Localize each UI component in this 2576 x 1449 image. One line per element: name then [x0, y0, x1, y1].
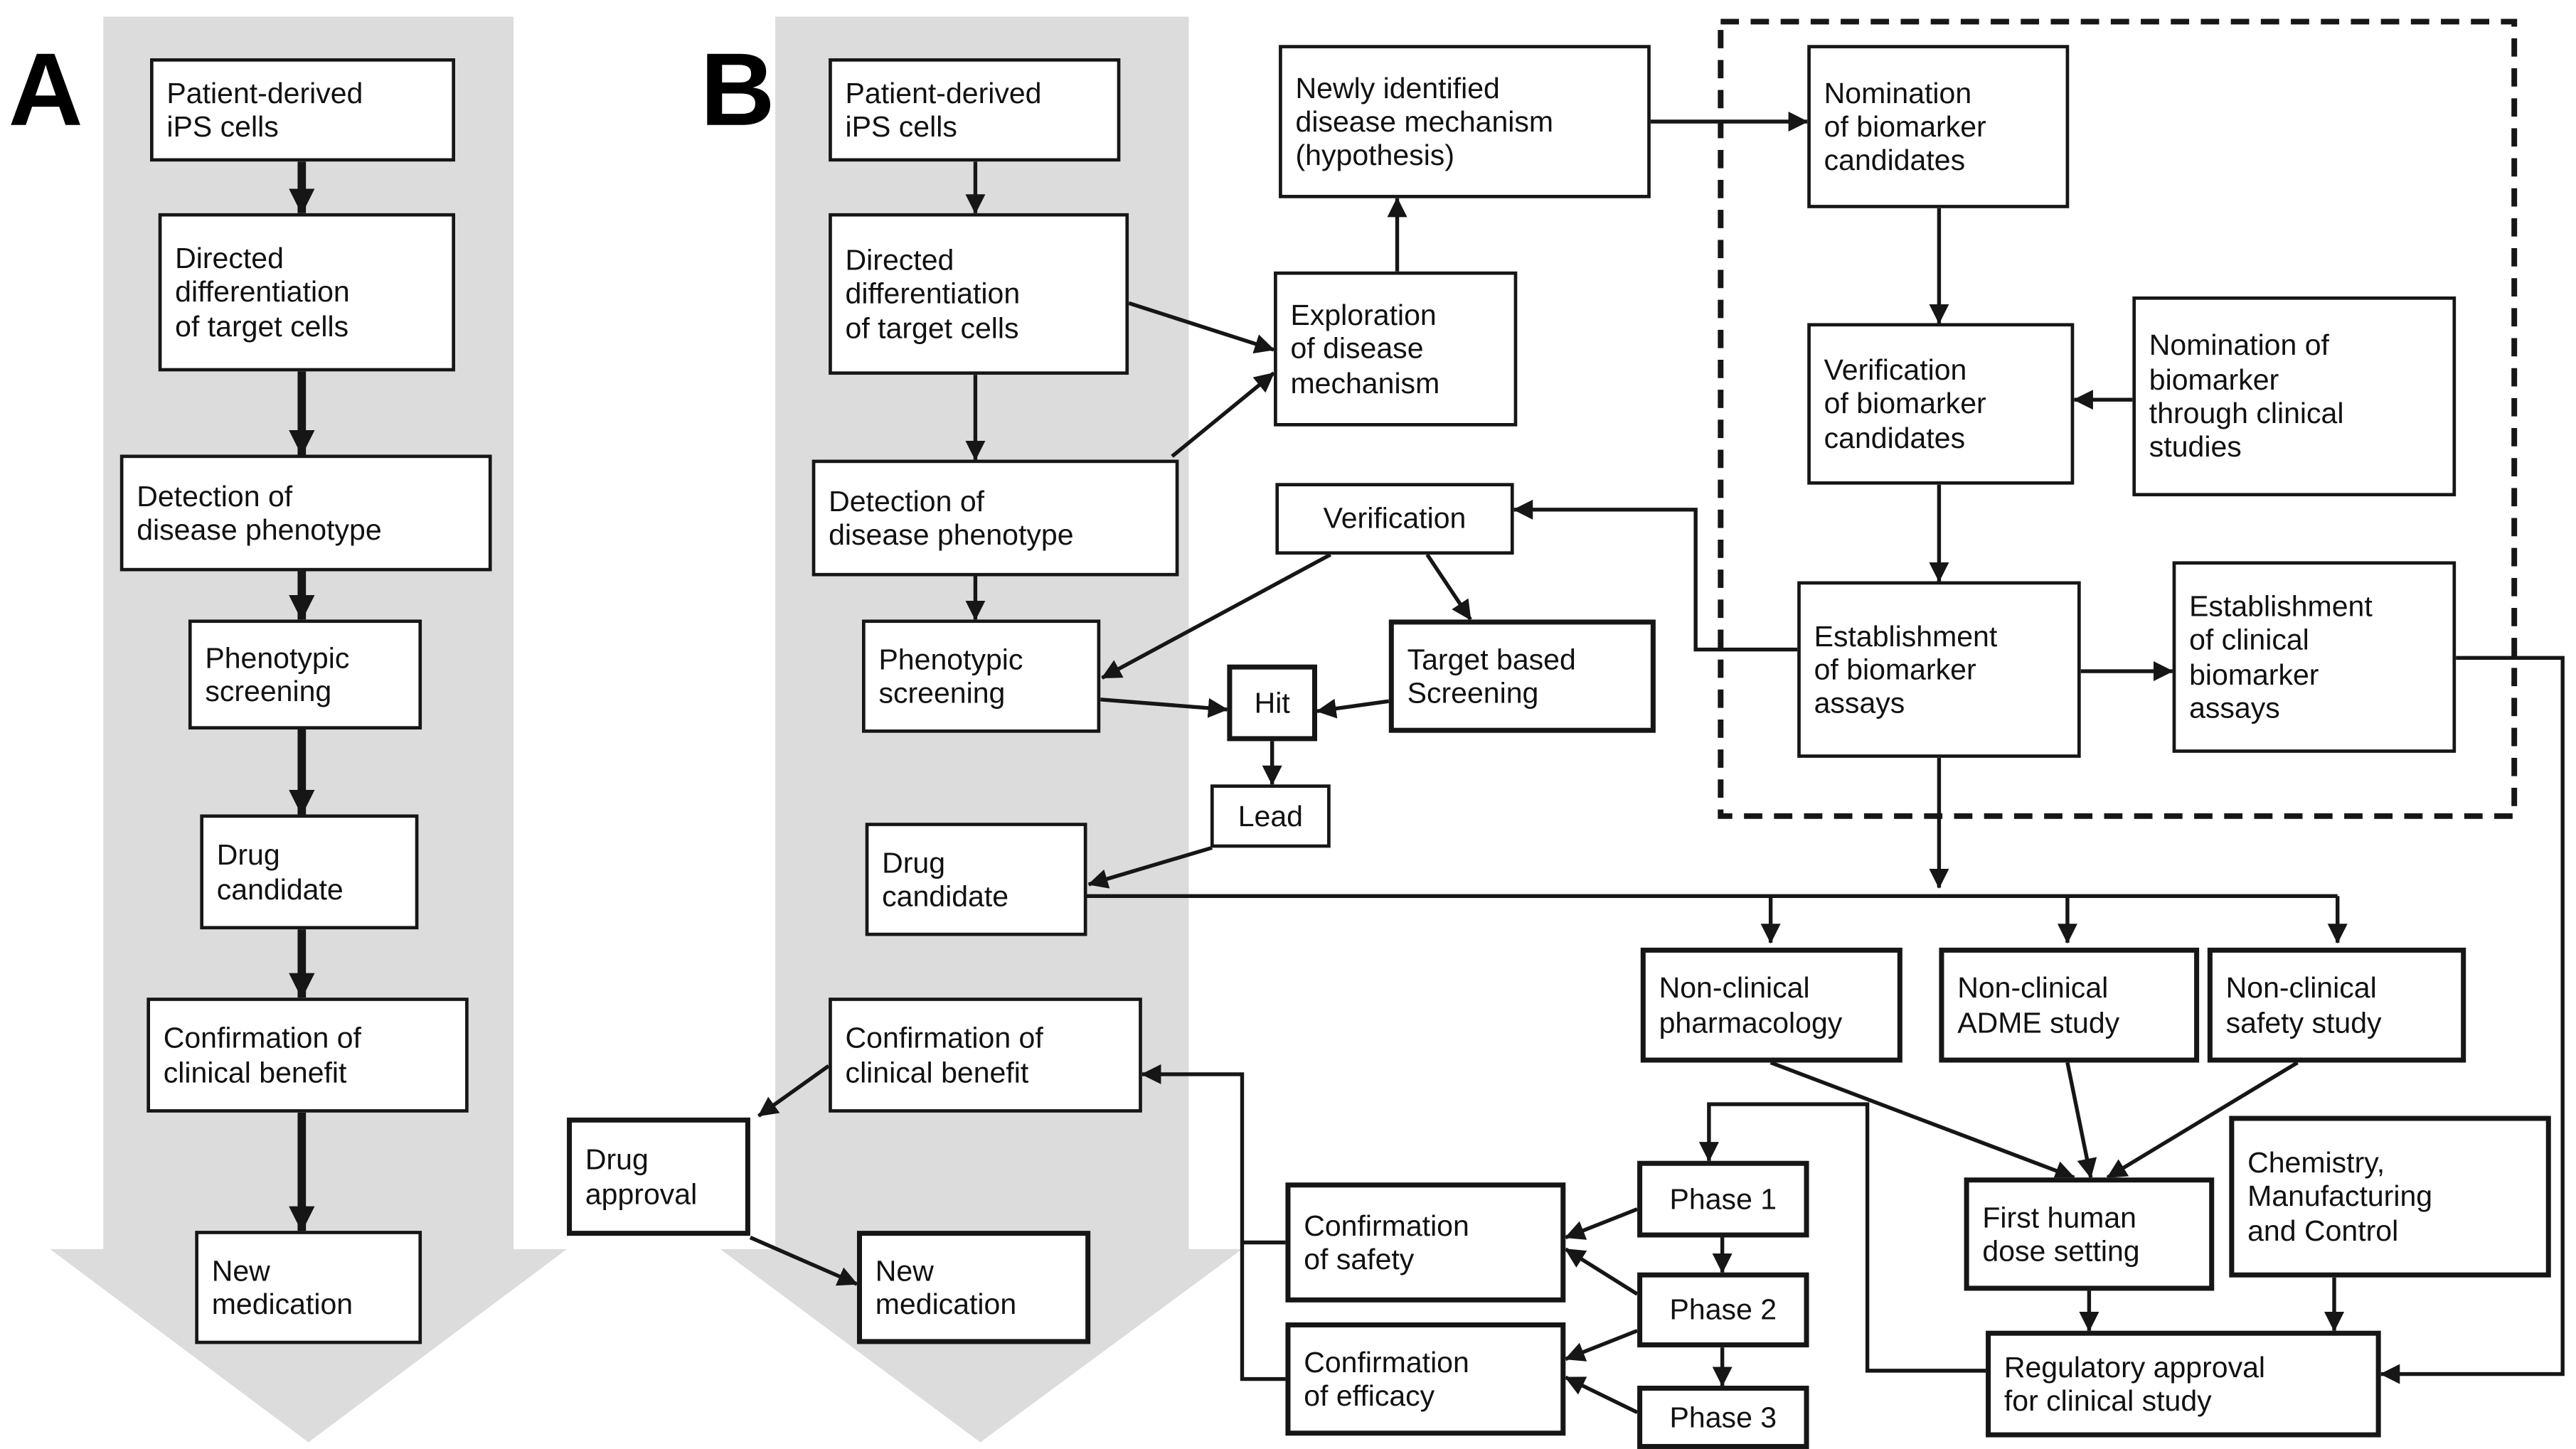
edge-b-phase2-to-conf-efficacy	[1564, 1329, 1639, 1362]
node-a-ips: Patient-derived iPS cells	[149, 58, 455, 162]
edge-b-confirmations-to-benefit	[1141, 1064, 1286, 1381]
node-b-newmed: New medication	[856, 1231, 1091, 1344]
node-b-cmc: Chemistry, Manufacturing and Control	[2229, 1116, 2551, 1278]
node-b-phase1: Phase 1	[1637, 1160, 1809, 1238]
edge-b-verif-to-pheno	[1101, 552, 1332, 680]
node-b-approval: Drug approval	[567, 1117, 750, 1236]
edge-b-est-clinical-to-regulatory	[2380, 656, 2565, 1384]
node-b-nom-clinical: Nomination of biomarker through clinical…	[2132, 296, 2457, 497]
edge-b-detect-to-explore	[1171, 371, 1275, 458]
edge-b-approval-to-newmed	[749, 1236, 858, 1286]
edge-b-pheno-to-hit	[1100, 697, 1228, 718]
node-b-phase2: Phase 2	[1637, 1272, 1809, 1348]
node-b-est-assays: Establishment of biomarker assays	[1797, 581, 2081, 758]
node-b-explore: Exploration of disease mechanism	[1274, 271, 1518, 427]
node-b-newmech: Newly identified disease mechanism (hypo…	[1279, 45, 1651, 198]
node-b-nc-adme: Non-clinical ADME study	[1939, 947, 2200, 1063]
edge-b-phase1-to-conf-safety	[1564, 1207, 1639, 1240]
node-b-verif: Verification	[1275, 483, 1514, 555]
node-b-benefit: Confirmation of clinical benefit	[829, 998, 1142, 1113]
node-b-lead: Lead	[1210, 784, 1331, 848]
edge-b-est-assays-to-verif	[1513, 499, 1798, 652]
edge-b-verif-to-target	[1425, 553, 1472, 621]
node-b-diff: Directed differentiation of target cells	[829, 213, 1129, 375]
node-b-ips: Patient-derived iPS cells	[829, 58, 1121, 162]
panel-label-b: B	[700, 33, 775, 149]
node-b-target: Target based Screening	[1388, 619, 1656, 733]
edge-b-lead-to-cand	[1087, 845, 1213, 889]
edge-b-phase2-to-conf-safety	[1564, 1247, 1639, 1296]
node-b-conf-efficacy: Confirmation of efficacy	[1285, 1322, 1566, 1436]
node-b-conf-safety: Confirmation of safety	[1285, 1182, 1566, 1303]
edge-b-phase3-to-conf-efficacy	[1565, 1375, 1639, 1414]
node-b-nc-pharm: Non-clinical pharmacology	[1640, 947, 1902, 1063]
edge-b-diff-to-explore	[1128, 301, 1275, 354]
node-b-dose: First human dose setting	[1964, 1177, 2215, 1291]
panel-label-a: A	[8, 33, 83, 149]
node-b-regulatory: Regulatory approval for clinical study	[1986, 1330, 2381, 1438]
edge-b-nc-adme-to-dose	[2065, 1062, 2097, 1179]
edge-b-target-to-hit	[1316, 698, 1390, 719]
node-b-nc-safety: Non-clinical safety study	[2207, 947, 2466, 1063]
node-b-verif-cand: Verification of biomarker candidates	[1807, 323, 2075, 485]
edge-b-nc-pharm-to-dose	[1769, 1060, 2075, 1180]
node-a-cand: Drug candidate	[200, 814, 419, 930]
node-b-nom-cand: Nomination of biomarker candidates	[1807, 45, 2070, 208]
edge-b-regulatory-to-phase1	[1698, 1102, 1986, 1373]
node-a-pheno: Phenotypic screening	[188, 619, 422, 730]
edge-b-nc-safety-to-dose	[2106, 1061, 2299, 1180]
node-b-hit: Hit	[1227, 664, 1317, 742]
node-a-newmed: New medication	[195, 1231, 422, 1344]
node-b-detect: Detection of disease phenotype	[811, 459, 1179, 577]
node-b-est-clinical: Establishment of clinical biomarker assa…	[2172, 561, 2457, 753]
node-b-phase3: Phase 3	[1637, 1385, 1809, 1449]
node-a-diff: Directed differentiation of target cells	[158, 213, 455, 372]
node-a-detect: Detection of disease phenotype	[119, 454, 492, 572]
biomarker-dashed-region	[1718, 18, 2518, 819]
node-b-pheno: Phenotypic screening	[862, 619, 1101, 733]
node-b-cand: Drug candidate	[865, 823, 1087, 936]
edge-b-benefit-to-approval	[757, 1064, 830, 1118]
node-a-benefit: Confirmation of clinical benefit	[147, 998, 469, 1113]
